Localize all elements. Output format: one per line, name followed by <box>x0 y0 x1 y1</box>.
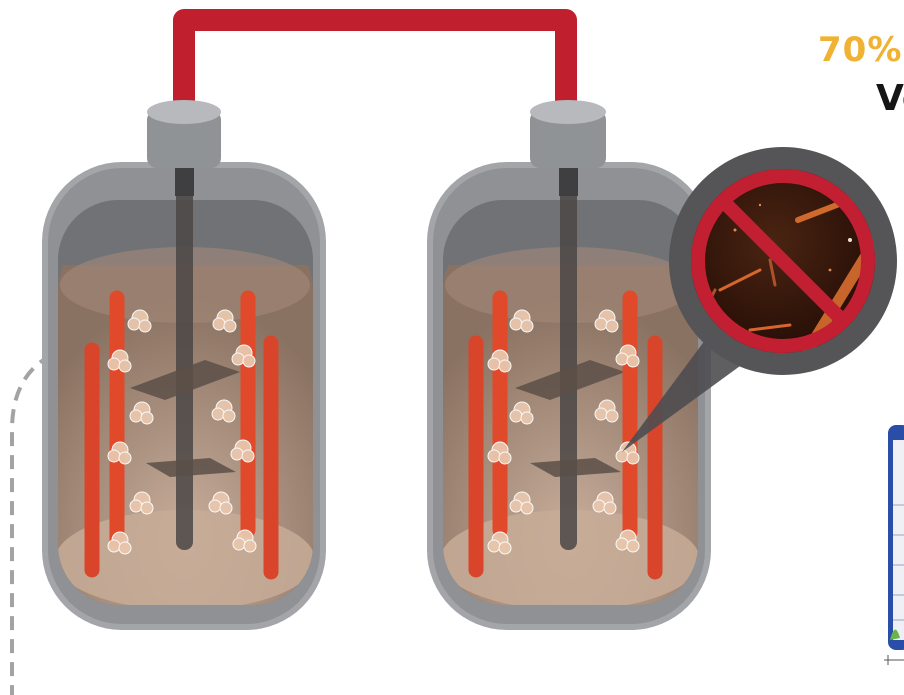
connecting-pipe <box>173 9 577 129</box>
vessel-right-neck <box>559 168 578 196</box>
vessel-left-cap <box>147 110 221 168</box>
vessel-left-impeller-upper <box>130 360 240 400</box>
vessel-left-neck <box>175 168 194 196</box>
magnified-callout <box>669 147 897 375</box>
vessel-right-impeller-lower <box>530 458 621 477</box>
vessel-right-shaft <box>560 150 577 550</box>
vessel-left-impeller-lower <box>146 458 236 477</box>
vessel-right-cap <box>530 110 606 168</box>
vessel-left-heater-rods <box>84 290 279 580</box>
vessel-right <box>427 100 711 630</box>
vessel-left-shaft <box>176 150 193 550</box>
side-chart-panel <box>884 425 904 665</box>
vessel-right-impeller-upper <box>515 360 625 400</box>
vessel-right-microbes <box>487 309 640 555</box>
headline-percent: 70% <box>818 30 903 70</box>
vessel-left <box>42 100 326 630</box>
no-symbol-icon <box>691 169 875 353</box>
headline-subtext: Vo <box>876 78 904 119</box>
vessel-left-microbes <box>107 309 257 555</box>
vessel-right-heater-rods <box>468 290 663 580</box>
